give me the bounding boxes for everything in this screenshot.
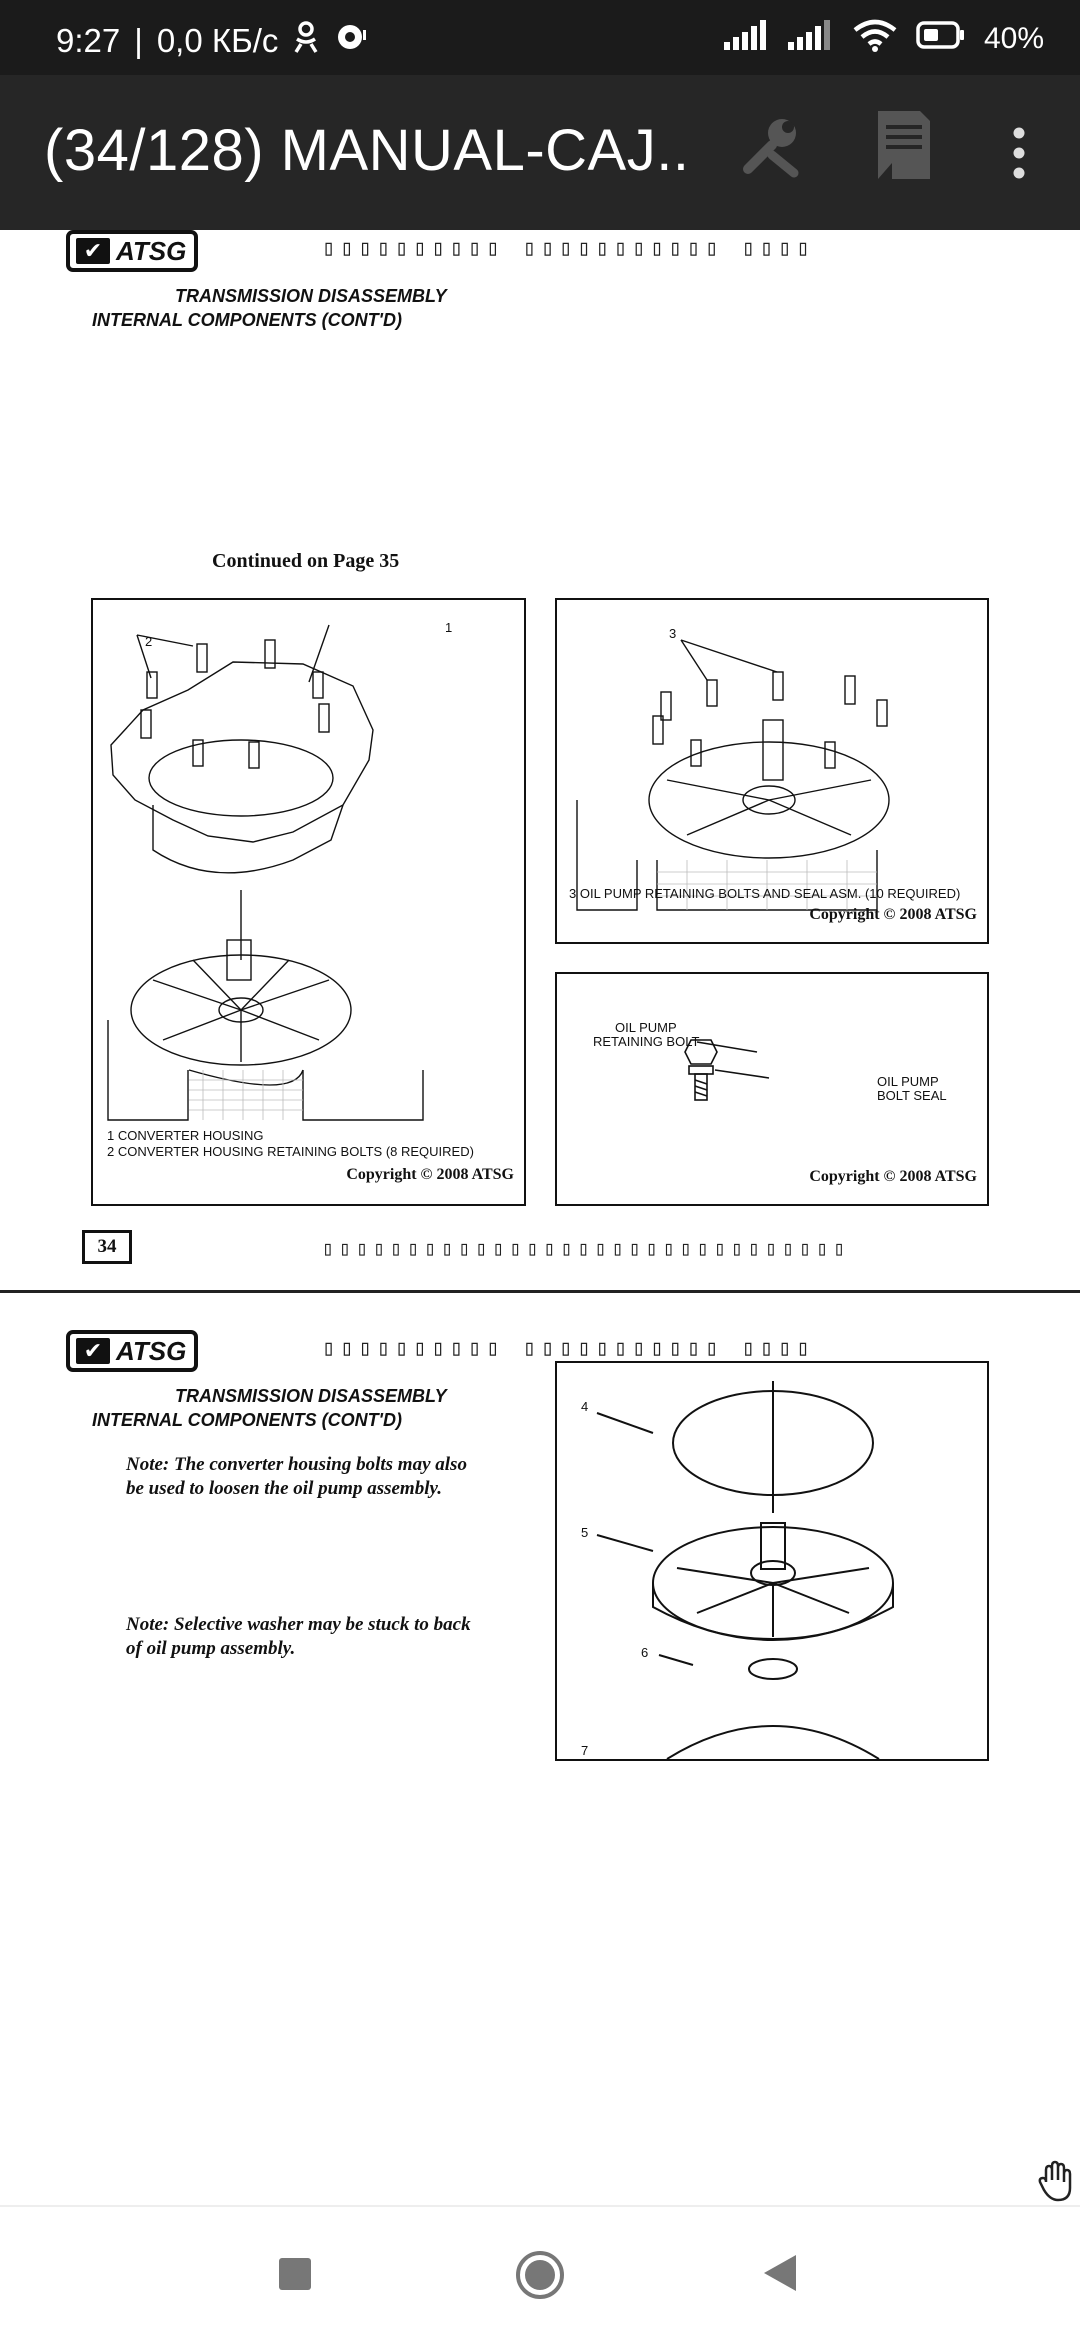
app-bar: (34/128) MANUAL-CAJ...: [0, 75, 1080, 230]
section-title: TRANSMISSION DISASSEMBLY: [175, 286, 447, 306]
copyright: Copyright © 2008 ATSG: [809, 1168, 977, 1185]
oil-pump-bolts-illustration: [576, 639, 890, 911]
callout-label: 3: [669, 626, 677, 641]
figure-converter-housing: 2 1 1 CONVERTER HOUSING 2 CONVERTER HOUS…: [91, 598, 526, 1206]
figure-caption: 3 OIL PUMP RETAINING BOLTS AND SEAL ASM.…: [569, 886, 961, 901]
page-number: 34: [82, 1230, 132, 1264]
converter-housing-illustration: [107, 624, 424, 1121]
check-icon: ✔: [76, 238, 110, 264]
navigation-bar: [0, 2205, 1080, 2342]
recents-square-icon[interactable]: [278, 2257, 312, 2296]
callout-label: 4: [581, 1399, 589, 1414]
callout-label: 1: [445, 620, 453, 635]
copyright: Copyright © 2008 ATSG: [346, 1166, 514, 1183]
section-title: TRANSMISSION DISASSEMBLY: [175, 1386, 447, 1406]
figure-oil-pump-exploded: 4 5 6 7: [555, 1361, 989, 1761]
more-vert-icon[interactable]: [1008, 127, 1030, 184]
status-separator: |: [134, 22, 143, 59]
page-header-text: ▯▯▯▯▯▯▯▯▯▯ ▯▯▯▯▯▯▯▯▯▯▯ ▯▯▯▯: [322, 1336, 815, 1361]
signal-icon-2: [787, 20, 834, 58]
label-bolt-seal: OIL PUMP: [877, 1074, 939, 1089]
document-viewer[interactable]: ✔ ATSG ▯▯▯▯▯▯▯▯▯▯ ▯▯▯▯▯▯▯▯▯▯▯ ▯▯▯▯ TRANS…: [0, 230, 1080, 2205]
figure-oil-pump-bolts: 3 3 OIL PUMP RETAINING BOLTS AND SEAL AS…: [555, 598, 989, 944]
label-bolt-seal: BOLT SEAL: [877, 1088, 947, 1103]
page-footer-text: ▯▯▯▯▯▯▯▯▯▯▯▯▯▯▯▯▯▯▯▯▯▯▯▯▯▯▯▯▯▯▯: [322, 1236, 851, 1260]
home-circle-icon[interactable]: [514, 2249, 566, 2306]
note-text: Note: Selective washer may be stuck to b…: [126, 1614, 471, 1635]
copyright: Copyright © 2008 ATSG: [809, 906, 977, 923]
section-subtitle: INTERNAL COMPONENTS (CONT'D): [92, 1410, 402, 1430]
signal-icon-1: [723, 20, 770, 58]
label-retaining-bolt: RETAINING BOLT: [593, 1034, 700, 1049]
atsg-logo: ✔ ATSG: [66, 230, 198, 272]
document-icon[interactable]: [872, 107, 936, 188]
callout-label: 5: [581, 1525, 589, 1540]
note-text: of oil pump assembly.: [126, 1638, 296, 1659]
figure-bolt-detail: OIL PUMP RETAINING BOLT OIL PUMP BOLT SE…: [555, 972, 989, 1206]
page-header-text: ▯▯▯▯▯▯▯▯▯▯ ▯▯▯▯▯▯▯▯▯▯▯ ▯▯▯▯: [322, 236, 815, 261]
label-retaining-bolt: OIL PUMP: [615, 1020, 677, 1035]
callout-label: 7: [581, 1743, 589, 1758]
figure-caption: 1 CONVERTER HOUSING: [107, 1128, 264, 1143]
odnoklassniki-icon: [292, 20, 320, 62]
section-subtitle: INTERNAL COMPONENTS (CONT'D): [92, 310, 402, 330]
pan-hand-icon[interactable]: [1038, 2160, 1076, 2205]
callout-label: 6: [641, 1645, 649, 1660]
status-bar: 9:27 | 0,0 КБ/с 40%: [0, 0, 1080, 75]
document-title: (34/128) MANUAL-CAJ...: [44, 118, 684, 183]
note-text: be used to loosen the oil pump assembly.: [126, 1478, 442, 1499]
atsg-logo: ✔ ATSG: [66, 1330, 198, 1372]
bolt-detail-illustration: [684, 1039, 770, 1101]
note-text: Note: The converter housing bolts may al…: [126, 1454, 467, 1475]
page-separator: [0, 1290, 1080, 1293]
status-time: 9:27: [56, 22, 121, 59]
wifi-icon: [852, 18, 898, 60]
back-triangle-icon[interactable]: [762, 2253, 798, 2298]
oil-pump-exploded-illustration: [596, 1381, 894, 1759]
notification-icon: [334, 20, 368, 62]
callout-label: 2: [145, 634, 153, 649]
check-icon: ✔: [76, 1338, 110, 1364]
battery-percent: 40%: [983, 22, 1044, 55]
figure-caption: 2 CONVERTER HOUSING RETAINING BOLTS (8 R…: [107, 1144, 474, 1159]
status-net-speed: 0,0 КБ/с: [156, 22, 279, 59]
battery-icon: [916, 20, 966, 58]
wrench-icon[interactable]: [736, 111, 806, 186]
continued-note: Continued on Page 35: [212, 550, 400, 572]
